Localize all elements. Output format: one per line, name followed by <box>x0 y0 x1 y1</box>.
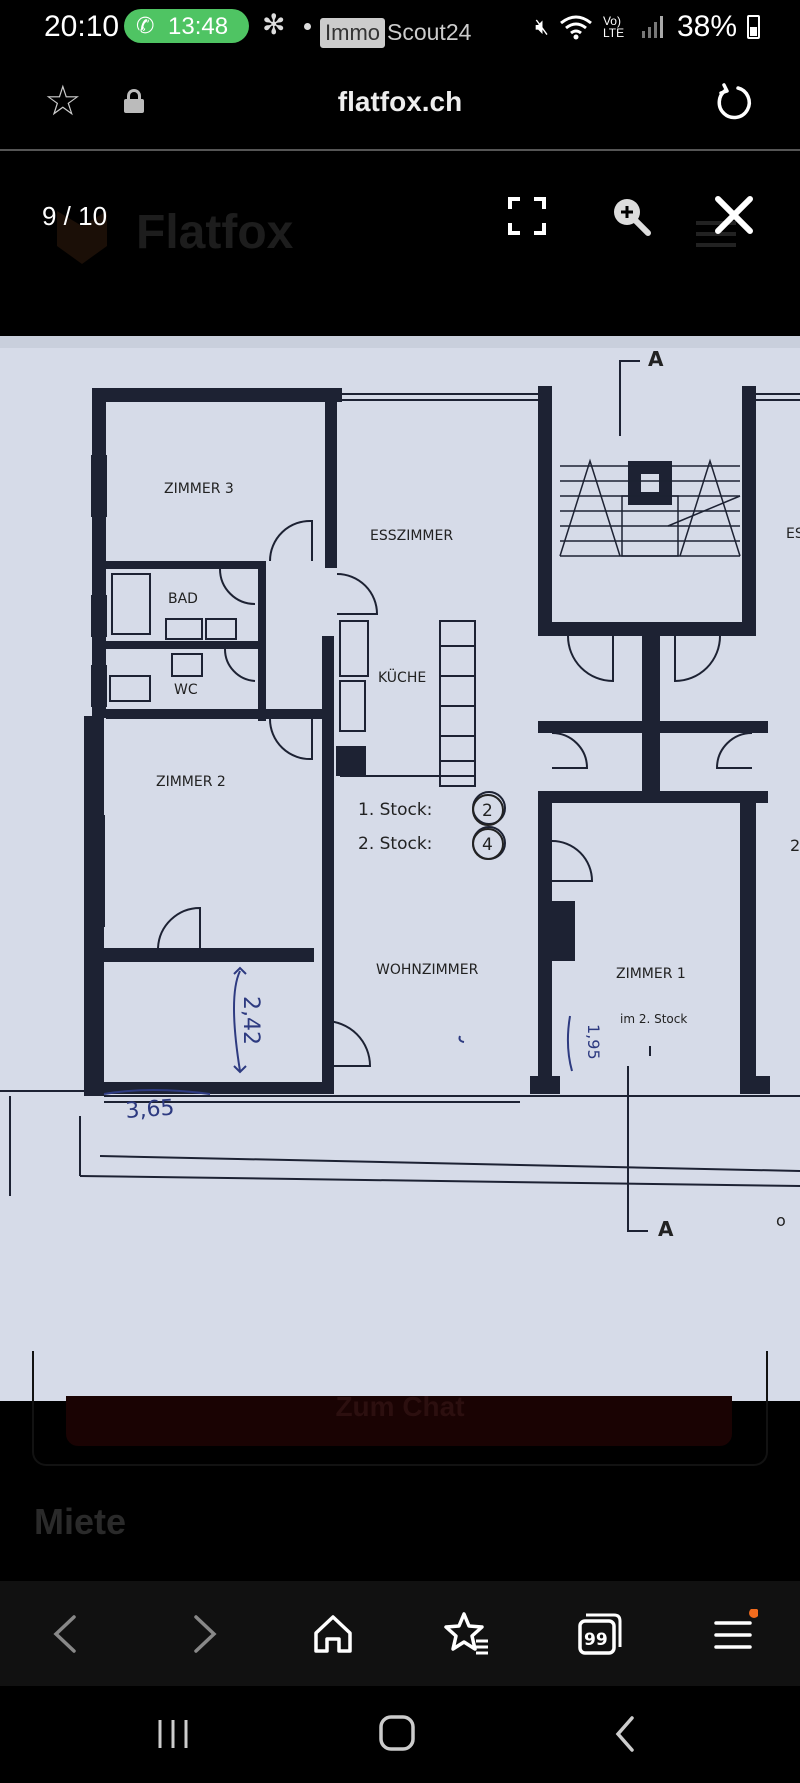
legend-stock1-label: 1. Stock: <box>358 800 432 820</box>
room-label-zimmer3: ZIMMER 3 <box>164 481 234 497</box>
image-counter: 9 / 10 <box>42 201 108 231</box>
ongoing-call-pill[interactable]: ✆ 13:48 <box>124 9 249 43</box>
background-chat-button <box>66 1396 732 1446</box>
notification-dot-icon <box>304 23 311 30</box>
room-label-wc: WC <box>174 682 198 698</box>
handwritten-dimension-width: 3,65 <box>125 1096 176 1124</box>
battery-icon <box>747 15 760 39</box>
system-back-icon[interactable] <box>606 1712 646 1756</box>
pinwheel-icon: ✻ <box>262 9 286 40</box>
flatfox-logo-icon <box>57 211 107 264</box>
note-im-2-stock: im 2. Stock <box>620 1012 687 1026</box>
back-arrow-icon[interactable] <box>42 1609 92 1659</box>
handwritten-dimension-height: 2,42 <box>238 996 263 1045</box>
room-label-zimmer1: ZIMMER 1 <box>616 966 686 982</box>
call-duration: 13:48 <box>168 13 229 40</box>
background-chat-button-label: Zum Chat <box>335 1391 465 1422</box>
edge-mark: o <box>776 1211 786 1230</box>
browser-bottom-nav: 99 <box>0 1581 800 1686</box>
section-marker-bottom: A <box>658 1217 674 1241</box>
background-brand: Flatfox <box>136 206 294 259</box>
menu-icon[interactable] <box>708 1609 758 1659</box>
tabs-count: 99 <box>584 1630 608 1650</box>
section-marker-top: A <box>648 347 664 371</box>
legend-stock1-value: 2 <box>482 801 493 821</box>
room-label-bad: BAD <box>168 591 198 607</box>
star-icon[interactable]: ☆ <box>44 77 82 124</box>
reload-icon[interactable] <box>714 82 754 122</box>
lock-icon[interactable] <box>124 89 144 113</box>
room-label-zimmer2: ZIMMER 2 <box>156 774 226 790</box>
battery-percentage: 38% <box>676 10 737 43</box>
room-label-esszimmer: ESSZIMMER <box>370 528 453 544</box>
zoom-in-icon[interactable] <box>610 195 652 237</box>
handwritten-dimension-small: 1,95 <box>584 1024 603 1060</box>
forward-arrow-icon[interactable] <box>178 1609 228 1659</box>
wifi-icon <box>560 15 592 40</box>
room-label-wohnzimmer: WOHNZIMMER <box>376 962 479 978</box>
background-menu-icon <box>696 221 736 254</box>
legend-stock2-value: 4 <box>482 835 493 855</box>
fullscreen-icon[interactable] <box>508 197 546 235</box>
legend-stock2-label: 2. Stock: <box>358 834 432 854</box>
phone-icon: ✆ <box>136 13 155 38</box>
toolbar-divider <box>0 149 800 151</box>
home-button-icon[interactable] <box>376 1712 420 1756</box>
recent-apps-icon[interactable] <box>150 1714 196 1754</box>
background-card <box>32 1351 768 1466</box>
image-viewer: Flatfox 9 / 10 <box>0 151 800 1581</box>
home-icon[interactable] <box>308 1609 358 1659</box>
background-heading-miete: Miete <box>34 1501 127 1542</box>
signal-icon <box>641 16 663 38</box>
browser-address-bar: ☆ flatfox.ch <box>0 52 800 150</box>
floor-plan-image[interactable]: ZIMMER 3 ESSZIMMER BAD WC KÜCHE ZIMMER 2… <box>0 336 800 1401</box>
clock: 20:10 <box>44 10 120 43</box>
tabs-icon[interactable]: 99 <box>574 1609 624 1659</box>
edge-number: 2 <box>790 836 800 855</box>
mute-icon: 🔇︎ <box>535 14 549 39</box>
system-navigation-bar <box>0 1686 800 1783</box>
url-text[interactable]: flatfox.ch <box>337 86 463 117</box>
room-label-edge: ES <box>786 526 800 542</box>
close-icon[interactable] <box>714 195 754 235</box>
room-label-kueche: KÜCHE <box>378 668 426 686</box>
network-type: Vo) LTE <box>602 14 625 40</box>
bookmarks-icon[interactable] <box>442 1609 492 1659</box>
